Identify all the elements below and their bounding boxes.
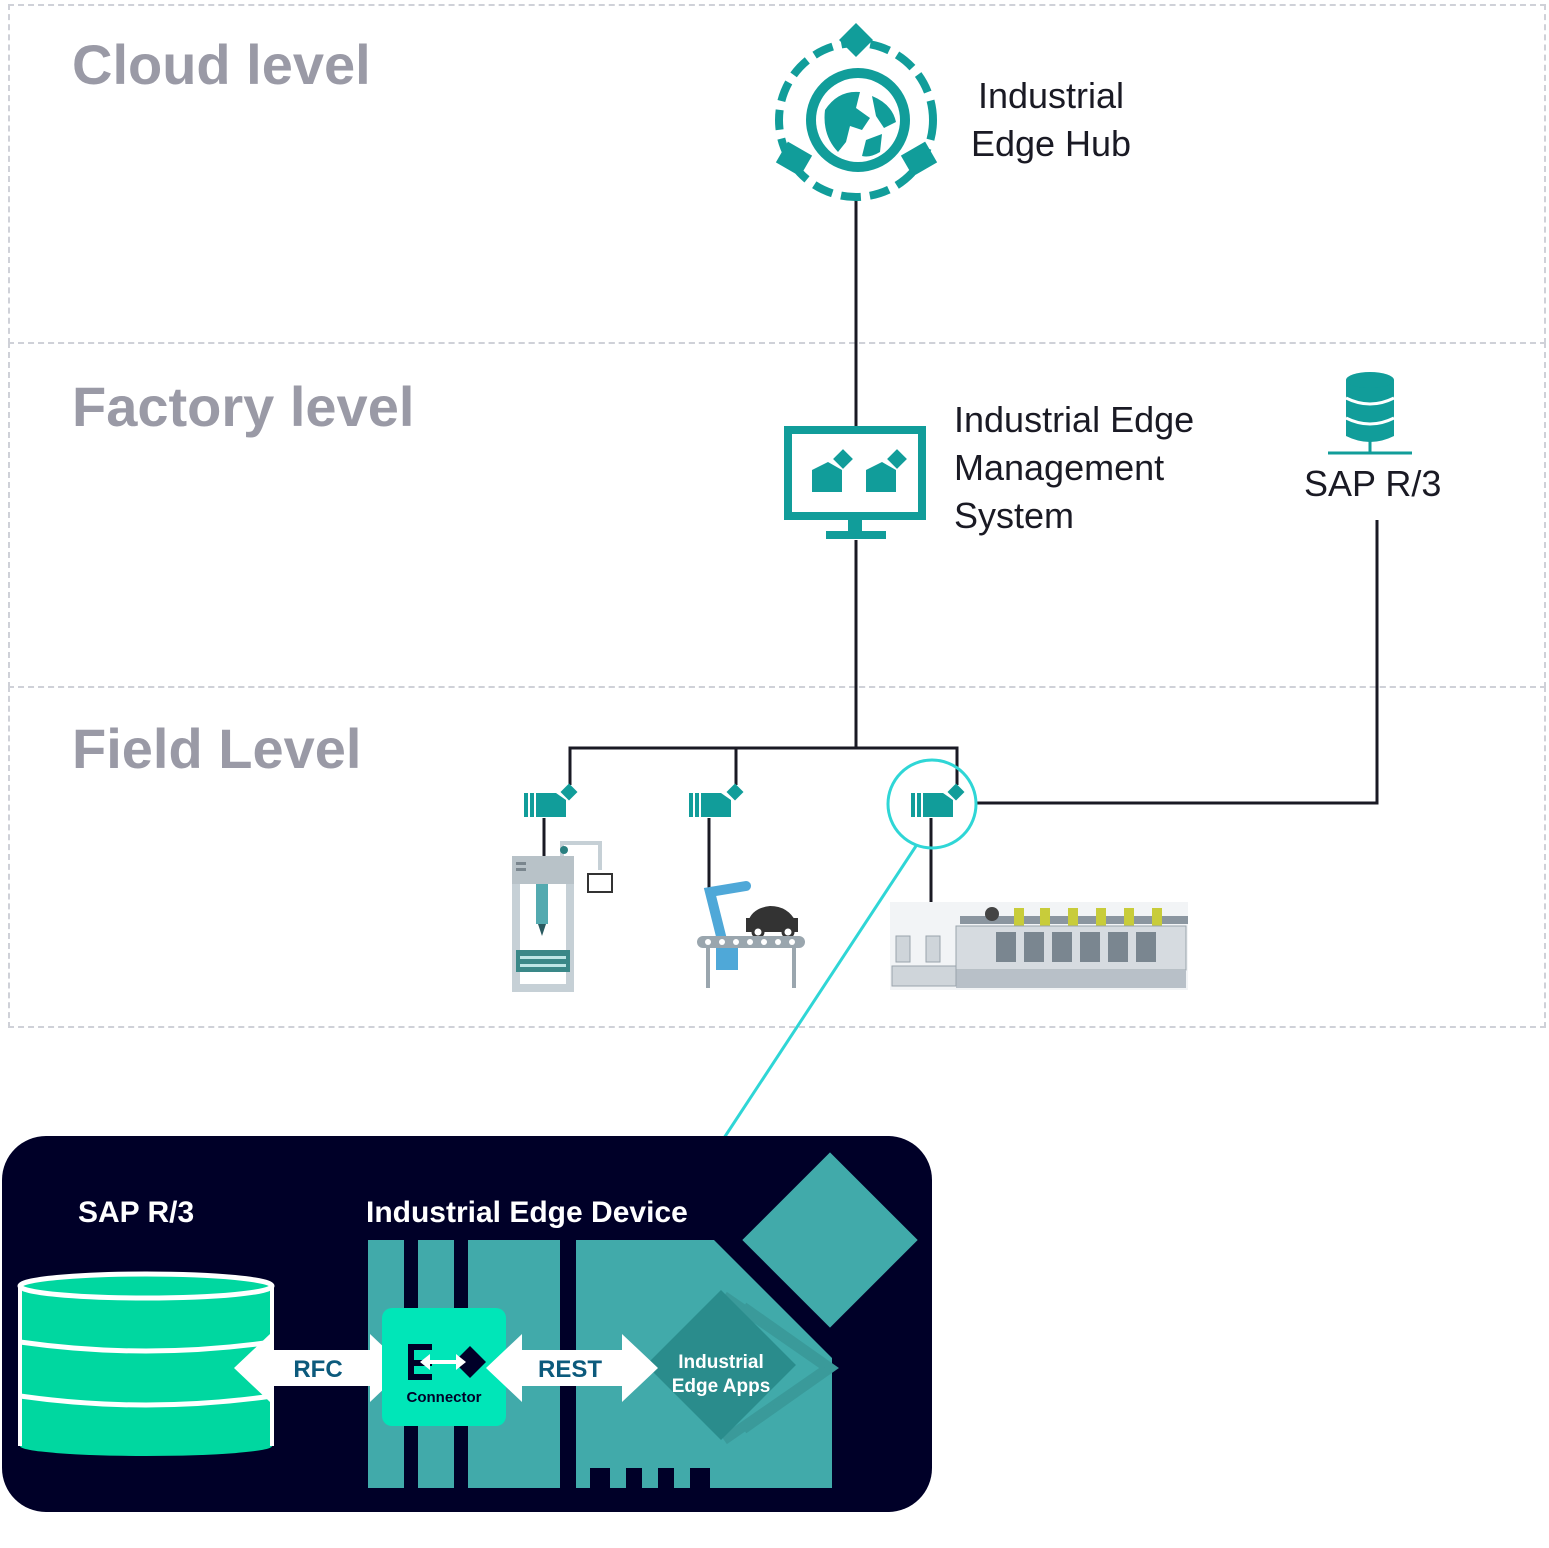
connector-label: Connector (407, 1389, 482, 1406)
iems-label-line3: System (954, 495, 1075, 536)
rfc-label: RFC (293, 1356, 342, 1383)
field-level-zone (8, 686, 1546, 1028)
sap-to-device-line (975, 520, 1379, 805)
connector-icon[interactable] (382, 1308, 506, 1426)
edge-device-icon[interactable] (886, 758, 978, 850)
cloud-level-label: Cloud level (72, 33, 371, 96)
database-icon[interactable] (17, 1271, 275, 1456)
zoom-line (722, 845, 918, 1139)
rest-arrow (486, 1334, 658, 1402)
rfc-arrow (234, 1334, 406, 1402)
panel-sap-label: SAP R/3 (78, 1196, 194, 1229)
field-level-label: Field Level (72, 717, 362, 780)
robot-arm-icon (697, 881, 805, 988)
factory-level-label: Factory level (72, 375, 415, 438)
edge-device-icon[interactable] (689, 783, 744, 817)
connection-lines (542, 200, 1379, 940)
sap-top-label: SAP R/3 (1304, 463, 1442, 504)
iems-label-line2: Management (954, 447, 1165, 488)
database-icon[interactable] (1328, 372, 1412, 455)
detail-panel: SAP R/3 Industrial Edge Device RFC REST … (2, 1136, 932, 1512)
apps-label-line1: Industrial (678, 1352, 764, 1373)
panel-device-label: Industrial Edge Device (366, 1196, 688, 1229)
globe-hub-icon[interactable] (775, 23, 938, 201)
monitor-iem-icon[interactable] (784, 426, 926, 539)
rest-label: REST (538, 1356, 602, 1383)
hub-label-line1: Industrial (977, 75, 1125, 116)
hub-label: Industrial Edge Hub (966, 72, 1136, 168)
iems-label-line1: Industrial Edge (954, 399, 1195, 440)
apps-label-line2: Edge Apps (672, 1376, 771, 1397)
iems-label: Industrial Edge Management System (954, 396, 1194, 540)
hub-label-line2: Edge Hub (970, 123, 1132, 164)
production-line-icon (890, 902, 1188, 990)
field-bus-line (568, 746, 959, 785)
machine-icon (512, 841, 613, 992)
edge-device-icon[interactable] (524, 783, 578, 817)
